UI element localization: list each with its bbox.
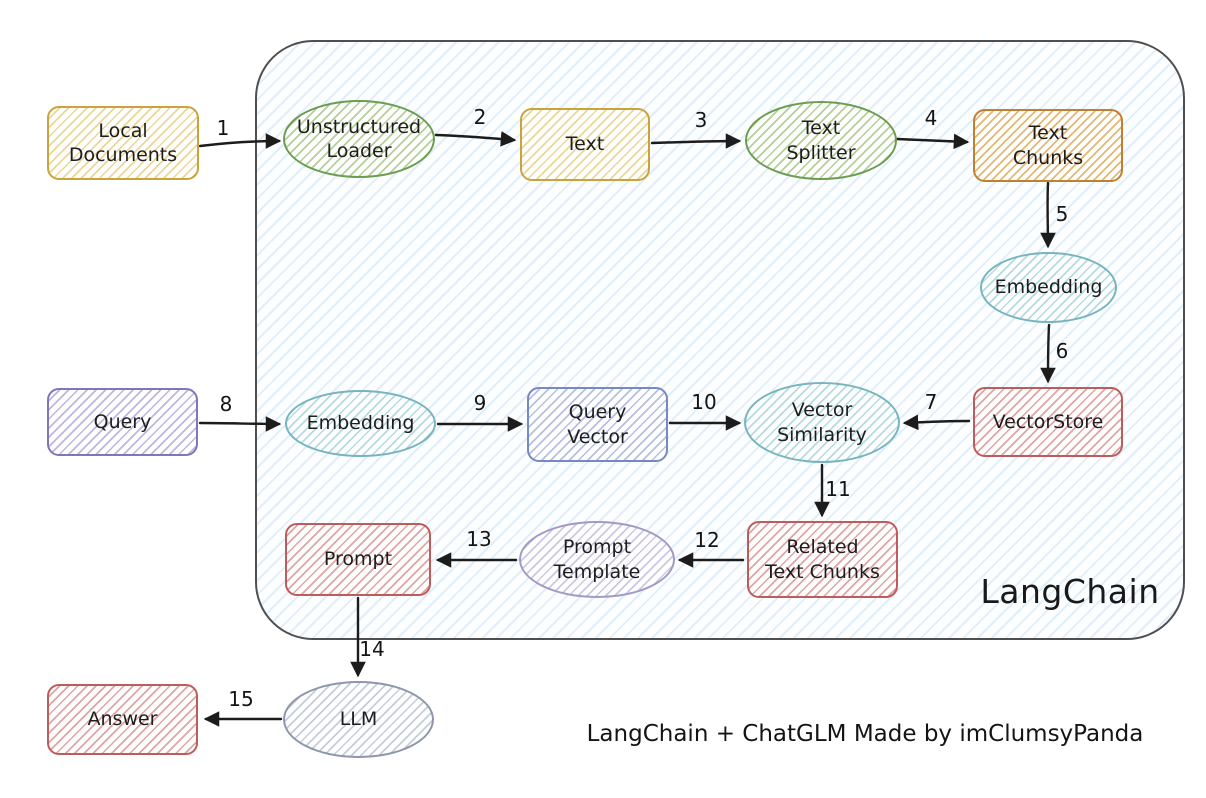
edge-4-arrow — [895, 133, 970, 150]
edge-2-arrow — [434, 131, 517, 147]
node-vectorstore-label: VectorStore — [992, 410, 1104, 433]
edge-label-8: 8 — [219, 392, 233, 416]
node-local-documents-label: Local Documents — [68, 119, 178, 166]
edge-label-1: 1 — [216, 116, 230, 140]
node-embedding-store-label: Embedding — [994, 276, 1103, 299]
node-related-text-chunks-label: Related Text Chunks — [765, 536, 880, 583]
edge-label-15: 15 — [228, 687, 254, 711]
edge-3-arrow — [650, 133, 742, 149]
edge-label-4: 4 — [924, 106, 938, 130]
edge-8-arrow — [198, 416, 282, 432]
node-llm-label: LLM — [339, 708, 378, 731]
node-query-vector: Query Vector — [527, 387, 668, 462]
node-query-vector-label: Query Vector — [567, 401, 628, 448]
edge-7-arrow — [902, 414, 971, 431]
diagram-caption: LangChain + ChatGLM Made by imClumsyPand… — [586, 721, 1144, 747]
node-prompt-template-label: Prompt Template — [553, 536, 641, 583]
edge-label-5: 5 — [1055, 202, 1069, 226]
node-llm: LLM — [283, 681, 434, 758]
node-text-chunks: Text Chunks — [973, 109, 1123, 182]
node-text-label: Text — [565, 133, 605, 156]
node-prompt-template: Prompt Template — [519, 521, 675, 598]
node-text-chunks-label: Text Chunks — [1012, 122, 1084, 169]
node-related-text-chunks: Related Text Chunks — [747, 521, 898, 598]
node-embedding-store: Embedding — [980, 252, 1117, 323]
node-text-splitter-label: Text Splitter — [786, 117, 856, 164]
edge-label-2: 2 — [473, 105, 487, 129]
node-vectorstore: VectorStore — [973, 387, 1123, 457]
node-local-documents: Local Documents — [47, 106, 199, 180]
edge-label-11: 11 — [825, 477, 851, 501]
edge-label-6: 6 — [1055, 339, 1069, 363]
node-prompt-label: Prompt — [323, 548, 393, 571]
node-prompt: Prompt — [285, 523, 431, 596]
edge-label-10: 10 — [691, 390, 717, 414]
node-unstructured-loader: Unstructured Loader — [283, 100, 435, 178]
node-query: Query — [47, 388, 198, 456]
node-embedding-query: Embedding — [285, 390, 436, 457]
edge-1-arrow — [198, 133, 282, 149]
edge-label-9: 9 — [473, 391, 487, 415]
node-answer: Answer — [47, 684, 198, 755]
node-query-label: Query — [93, 410, 152, 433]
langchain-container-label: LangChain — [980, 572, 1160, 611]
edge-6-arrow — [1040, 323, 1056, 384]
node-text-splitter: Text Splitter — [745, 101, 897, 180]
node-answer-label: Answer — [87, 708, 158, 731]
edge-label-12: 12 — [694, 528, 720, 552]
node-unstructured-loader-label: Unstructured Loader — [296, 115, 422, 162]
edge-label-13: 13 — [466, 527, 492, 551]
node-text: Text — [520, 108, 650, 181]
edge-label-14: 14 — [359, 637, 385, 661]
node-vector-similarity: Vector Similarity — [744, 382, 900, 463]
edge-label-3: 3 — [694, 108, 708, 132]
node-vector-similarity-label: Vector Similarity — [777, 399, 867, 446]
edge-label-7: 7 — [924, 390, 938, 414]
node-embedding-query-label: Embedding — [306, 412, 415, 435]
